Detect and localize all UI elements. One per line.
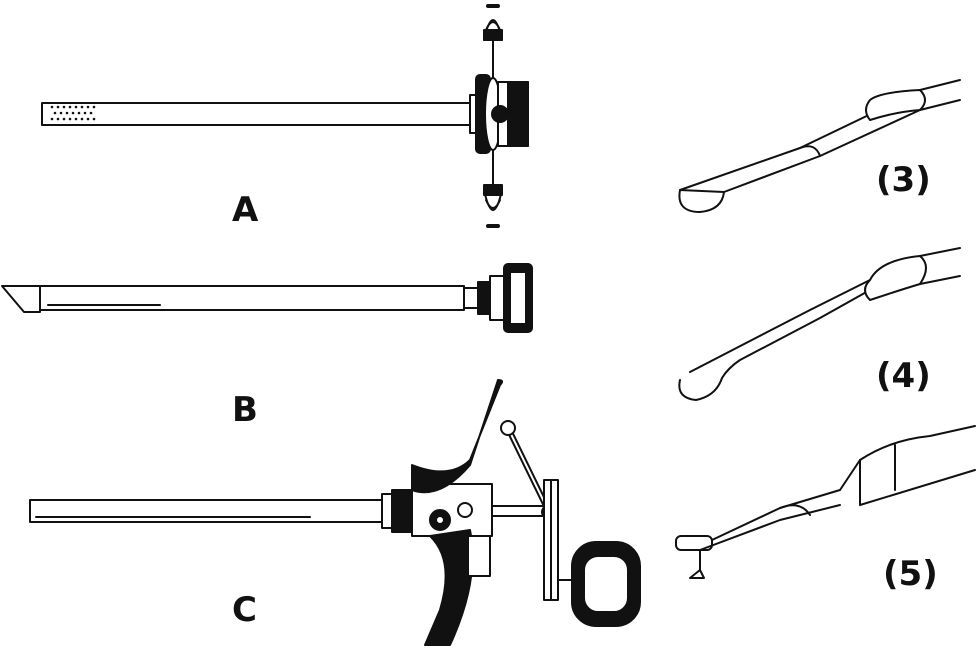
electrode-5 bbox=[676, 426, 975, 578]
label-c: C bbox=[232, 590, 257, 630]
label-a: A bbox=[232, 190, 259, 230]
label-b: B bbox=[232, 390, 258, 430]
label-3: (3) bbox=[876, 160, 931, 200]
instrument-b bbox=[2, 264, 532, 332]
label-5: (5) bbox=[883, 554, 938, 594]
instrument-a bbox=[42, 6, 528, 226]
electrode-4 bbox=[679, 248, 960, 400]
electrode-3 bbox=[679, 80, 960, 212]
sheath-a-perforations bbox=[50, 105, 96, 121]
instrument-c bbox=[30, 380, 640, 645]
label-4: (4) bbox=[876, 356, 931, 396]
